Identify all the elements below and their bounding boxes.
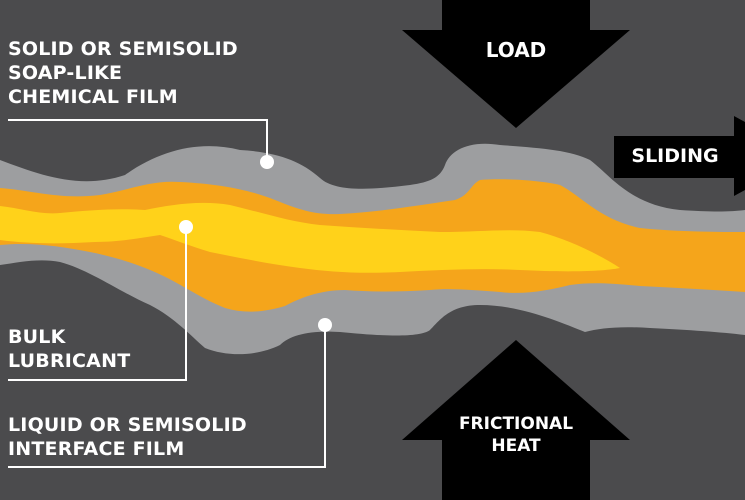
load-label: LOAD	[485, 38, 547, 62]
label-bulk-line1: BULK	[8, 326, 66, 348]
leader-dot-top	[260, 155, 274, 169]
label-interface-film: LIQUID OR SEMISOLID INTERFACE FILM	[8, 413, 247, 461]
leader-line-top	[8, 119, 268, 162]
label-solid-film: SOLID OR SEMISOLID SOAP-LIKE CHEMICAL FI…	[8, 37, 238, 109]
load-arrow	[402, 0, 630, 128]
label-interface-line2: INTERFACE FILM	[8, 438, 185, 460]
label-interface-line1: LIQUID OR SEMISOLID	[8, 414, 247, 436]
bulk-lubricant-core	[0, 202, 620, 273]
frictional-heat-line1: FRICTIONAL	[458, 414, 574, 434]
label-bulk-lubricant: BULK LUBRICANT	[8, 325, 130, 373]
frictional-heat-line2: HEAT	[491, 436, 541, 456]
sliding-label: SLIDING	[631, 145, 719, 167]
leader-line-bulk	[8, 227, 187, 381]
sliding-arrow	[614, 116, 745, 196]
leader-dot-bottom	[318, 318, 332, 332]
label-solid-film-line1: SOLID OR SEMISOLID	[8, 38, 238, 60]
label-solid-film-line2: SOAP-LIKE	[8, 62, 123, 84]
leader-line-bottom	[8, 325, 326, 468]
frictional-heat-label: FRICTIONAL HEAT	[446, 413, 586, 457]
label-solid-film-line3: CHEMICAL FILM	[8, 86, 178, 108]
frictional-heat-arrow	[402, 340, 630, 500]
label-bulk-line2: LUBRICANT	[8, 350, 131, 372]
leader-dot-bulk	[179, 220, 193, 234]
